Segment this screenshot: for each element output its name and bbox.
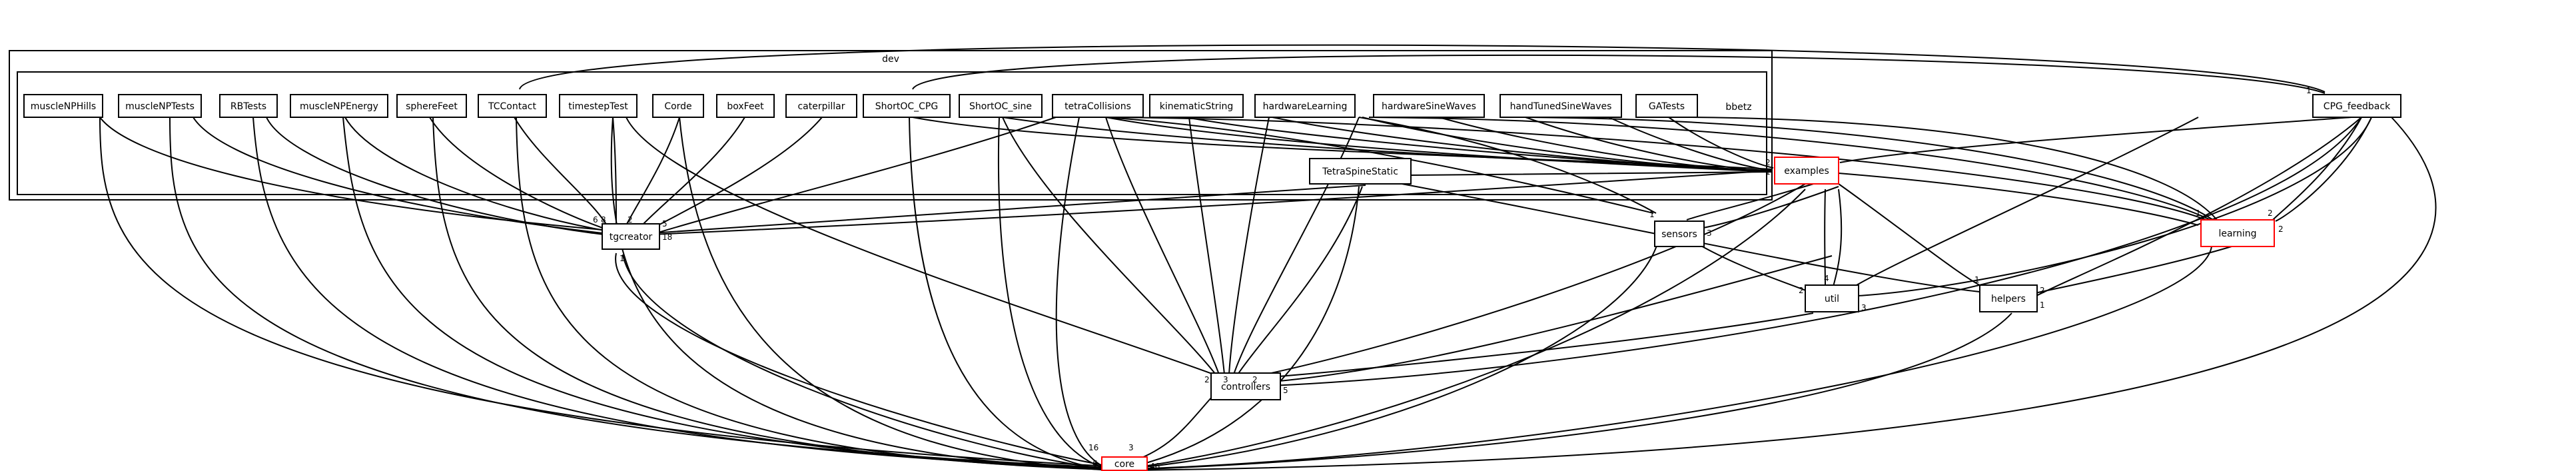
node-controllers[interactable]: controllers: [1210, 372, 1281, 400]
edge-count: 2: [1799, 286, 1804, 295]
svg-text:Corde: Corde: [664, 101, 691, 112]
node-TCContact[interactable]: TCContact: [478, 94, 547, 118]
svg-text:ShortOC_sine: ShortOC_sine: [969, 101, 1032, 112]
edge-count: 1: [2196, 209, 2201, 218]
edge-count: 6: [593, 215, 598, 225]
edge-count: 1: [2306, 86, 2312, 95]
svg-text:TCContact: TCContact: [488, 101, 536, 112]
edge-count: 1: [1649, 210, 1655, 219]
svg-text:util: util: [1825, 294, 1839, 304]
svg-text:hardwareSineWaves: hardwareSineWaves: [1382, 101, 1476, 112]
svg-text:tetraCollisions: tetraCollisions: [1065, 101, 1131, 112]
edge-count: 1: [620, 254, 625, 263]
svg-text:muscleNPTests: muscleNPTests: [125, 101, 195, 112]
edge-count: 1: [2040, 300, 2045, 310]
edge-count: 1: [1765, 167, 1771, 177]
node-ShortOC_CPG[interactable]: ShortOC_CPG: [863, 94, 951, 118]
node-hardwareSineWaves[interactable]: hardwareSineWaves: [1373, 94, 1485, 118]
svg-text:GATests: GATests: [1649, 101, 1685, 112]
svg-text:sensors: sensors: [1661, 229, 1697, 240]
svg-text:kinematicString: kinematicString: [1160, 101, 1234, 112]
cluster-bbetz: bbetz: [17, 71, 1767, 195]
node-GATests[interactable]: GATests: [1635, 94, 1698, 118]
edges: [99, 44, 2437, 471]
edge-count: 2: [1252, 375, 1258, 384]
node-muscleNPEnergy[interactable]: muscleNPEnergy: [290, 94, 388, 118]
node-helpers[interactable]: helpers: [1979, 284, 2038, 312]
svg-text:ShortOC_CPG: ShortOC_CPG: [875, 101, 938, 112]
edge-count: 3: [1707, 229, 1712, 238]
edge-count: 5: [1283, 386, 1288, 395]
svg-text:controllers: controllers: [1221, 382, 1270, 392]
edge-count: 16: [1088, 443, 1098, 452]
edge-count: 8: [601, 215, 606, 225]
edge-count: 3: [1128, 443, 1134, 452]
node-sphereFeet[interactable]: sphereFeet: [396, 94, 467, 118]
edge-count: 46: [1150, 462, 1160, 471]
svg-text:TetraSpineStatic: TetraSpineStatic: [1322, 167, 1398, 177]
node-RBTests[interactable]: RBTests: [219, 94, 278, 118]
node-kinematicString[interactable]: kinematicString: [1149, 94, 1244, 118]
svg-text:boxFeet: boxFeet: [727, 101, 764, 112]
node-boxFeet[interactable]: boxFeet: [716, 94, 775, 118]
node-hardwareLearning[interactable]: hardwareLearning: [1254, 94, 1356, 118]
node-util[interactable]: util: [1805, 284, 1859, 312]
edge-count: 4: [1824, 274, 1829, 283]
node-core[interactable]: core: [1101, 456, 1148, 471]
svg-text:timestepTest: timestepTest: [568, 101, 628, 112]
edge-count: 2: [628, 215, 633, 225]
node-caterpillar[interactable]: caterpillar: [785, 94, 857, 118]
svg-text:core: core: [1114, 459, 1134, 470]
edge-count: 6: [1092, 459, 1098, 468]
svg-text:learning: learning: [2218, 229, 2256, 239]
node-sensors[interactable]: sensors: [1654, 221, 1705, 247]
edge-count: 2: [1204, 375, 1210, 384]
edge-count-labels: 6 8 2 5 18 1 16 3 6 46 2 3 2 5 2 1 1 3 1…: [593, 86, 2312, 471]
cluster-dev: dev: [9, 50, 1773, 201]
svg-text:examples: examples: [1784, 166, 1829, 177]
edge-count: 18: [662, 233, 672, 242]
node-ShortOC_sine[interactable]: ShortOC_sine: [959, 94, 1043, 118]
edge-count: 3: [1861, 303, 1867, 312]
node-Corde[interactable]: Corde: [652, 94, 704, 118]
node-examples[interactable]: examples: [1774, 157, 1839, 185]
svg-text:helpers: helpers: [1991, 294, 2026, 304]
svg-text:sphereFeet: sphereFeet: [406, 101, 458, 112]
node-handTunedSineWaves[interactable]: handTunedSineWaves: [1500, 94, 1622, 118]
svg-text:caterpillar: caterpillar: [797, 101, 845, 112]
svg-text:RBTests: RBTests: [230, 101, 266, 112]
edge-count: 5: [662, 219, 667, 229]
svg-text:tgcreator: tgcreator: [610, 232, 653, 242]
edge-count: 2: [1765, 158, 1771, 167]
node-CPG_feedback[interactable]: CPG_feedback: [2312, 94, 2401, 118]
node-TetraSpineStatic[interactable]: TetraSpineStatic: [1309, 158, 1412, 185]
cluster-dev-label: dev: [882, 54, 899, 65]
edge-count: 3: [1223, 375, 1228, 384]
node-tetraCollisions[interactable]: tetraCollisions: [1052, 94, 1144, 118]
node-muscleNPHills[interactable]: muscleNPHills: [23, 94, 103, 118]
svg-text:muscleNPEnergy: muscleNPEnergy: [300, 101, 378, 112]
node-tgcreator[interactable]: tgcreator: [602, 223, 660, 250]
node-timestepTest[interactable]: timestepTest: [559, 94, 638, 118]
svg-text:handTunedSineWaves: handTunedSineWaves: [1510, 101, 1612, 112]
edge-count: 2: [2040, 286, 2045, 295]
edge-count: 2: [2268, 209, 2273, 218]
node-muscleNPTests[interactable]: muscleNPTests: [118, 94, 202, 118]
svg-text:CPG_feedback: CPG_feedback: [2324, 101, 2391, 112]
cluster-bbetz-label: bbetz: [1725, 102, 1751, 113]
svg-text:muscleNPHills: muscleNPHills: [31, 101, 96, 112]
node-learning[interactable]: learning: [2200, 219, 2275, 247]
edge-count: 1: [1974, 275, 1980, 284]
edge-count: 2: [2278, 225, 2284, 234]
svg-text:hardwareLearning: hardwareLearning: [1263, 101, 1348, 112]
